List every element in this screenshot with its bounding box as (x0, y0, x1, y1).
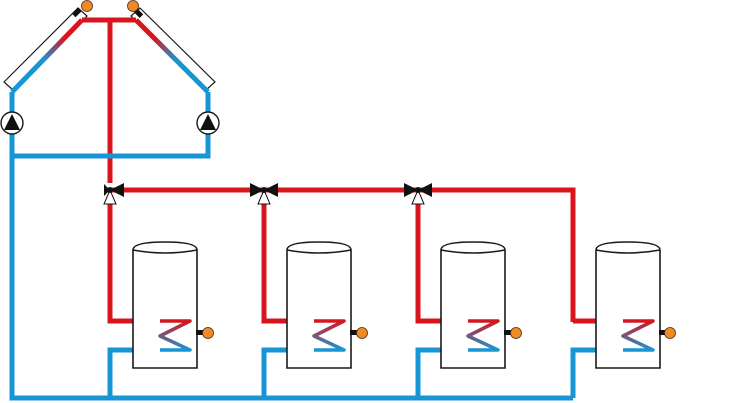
tank-2 (286, 241, 368, 369)
temperature-sensor-icon (127, 0, 139, 12)
tank-4-coil (621, 319, 655, 352)
collector-left-sensor-clip (72, 8, 82, 18)
collector-right-sensor-clip (134, 8, 144, 18)
temperature-sensor-icon (356, 327, 368, 339)
valve-1-right (110, 183, 124, 197)
tank-4-top-line (595, 249, 661, 254)
valve-1 (103, 183, 124, 205)
valve-2-hub (261, 187, 267, 193)
pump-left-arrow (4, 114, 20, 130)
tank-4-body (595, 241, 661, 369)
tank-4-sensor-probe (659, 330, 667, 335)
three-way-valve-icon (250, 183, 264, 197)
collector-right (127, 0, 216, 94)
temperature-sensor-icon (81, 0, 93, 12)
collector-left-absorber (10, 18, 84, 94)
temperature-sensor-icon (510, 327, 522, 339)
tank-2-body (286, 241, 352, 369)
valve-2 (250, 183, 278, 205)
tank-1-sensor-probe (196, 330, 204, 335)
tank-4 (595, 241, 676, 369)
tank-1-top-line (132, 249, 198, 254)
valve-3 (404, 183, 432, 205)
collector-right-panel (130, 7, 216, 91)
tank-2-coil (312, 319, 346, 352)
three-way-valve-icon (404, 183, 418, 197)
valve-1-bottom (103, 188, 117, 205)
pump-left (0, 111, 24, 135)
valve-2-right (264, 183, 278, 197)
collector-left-panel (3, 7, 88, 91)
tank-2-sensor-probe (350, 330, 358, 335)
tank-1-body (132, 241, 198, 369)
tank-1-coil (158, 319, 192, 352)
cold-left-collector-line (9, 92, 573, 401)
valve-3-right (418, 183, 432, 197)
valve-1-hub (107, 187, 113, 193)
valve-3-hub (415, 187, 421, 193)
pump-right (196, 111, 220, 135)
tank-2-top-line (286, 249, 352, 254)
tank-3-coil (466, 319, 500, 352)
temperature-sensor-icon (202, 327, 214, 339)
collector-right-absorber (134, 18, 210, 94)
pump-right-arrow (200, 114, 216, 130)
collector-left (3, 0, 93, 94)
tank-3-sensor-probe (504, 330, 512, 335)
tank-3-body (440, 241, 506, 369)
tank-3 (440, 241, 522, 369)
valve-3-bottom (411, 188, 425, 205)
tank-3-top-line (440, 249, 506, 254)
tank-1 (132, 241, 214, 369)
temperature-sensor-icon (664, 327, 676, 339)
valve-2-bottom (257, 188, 271, 205)
